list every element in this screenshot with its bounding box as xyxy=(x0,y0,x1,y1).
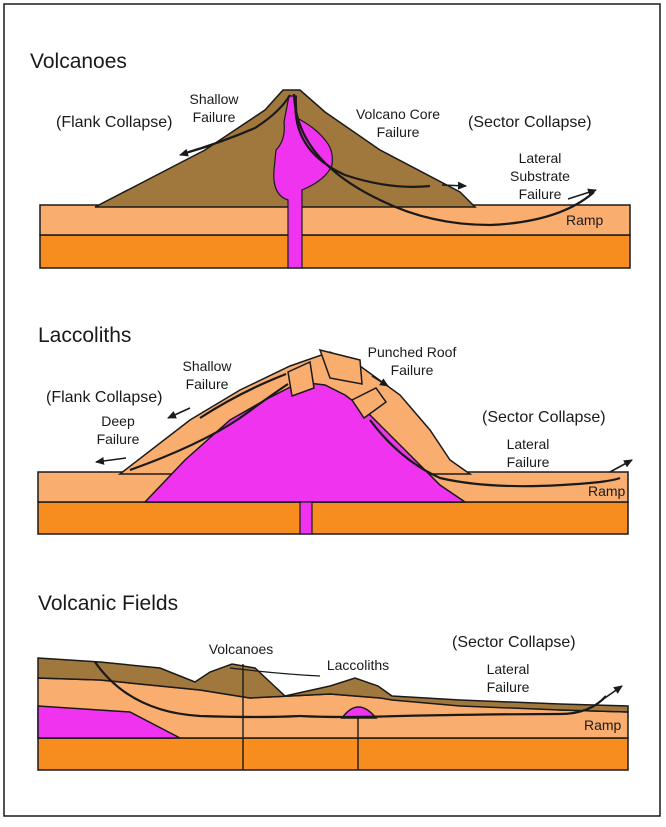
shallow-failure-label-1: Shallow xyxy=(182,358,232,374)
lateral-failure-arrow xyxy=(601,685,623,701)
feeder-dike xyxy=(299,501,313,535)
volcanoes-heading: Volcanoes xyxy=(30,50,127,73)
roof-block-2 xyxy=(318,348,363,385)
lateral-failure-arrow xyxy=(609,459,633,473)
roof-block-1 xyxy=(287,360,315,398)
lateral-label-2: Substrate xyxy=(510,168,570,184)
deep-failure-label-2: Failure xyxy=(97,431,140,447)
failure-plane-1 xyxy=(94,661,301,719)
basement-layer xyxy=(37,737,629,771)
sediment-layer xyxy=(39,204,631,236)
lateral-label-1: Lateral xyxy=(507,436,550,452)
laccolith-body xyxy=(143,381,468,503)
magma-conduit xyxy=(273,95,333,269)
deep-failure-arrow xyxy=(95,456,127,465)
outer-border xyxy=(3,3,661,817)
volcanoes-label: Volcanoes xyxy=(209,641,274,657)
substrate-failure-arrow xyxy=(567,188,597,200)
laccoliths-panel: Laccoliths Shallow Failure Punched Roof … xyxy=(37,324,633,535)
punched-roof-label-2: Failure xyxy=(391,362,434,378)
volcanoes-panel: Volcanoes (Flank Collapse) Shallow Failu… xyxy=(30,50,631,269)
flank-collapse-label: (Flank Collapse) xyxy=(56,114,172,131)
punched-roof-arrow xyxy=(371,375,389,387)
basement-layer xyxy=(37,501,629,535)
sector-collapse-label: (Sector Collapse) xyxy=(452,634,576,651)
core-failure-plane xyxy=(294,95,431,188)
lateral-label-2: Failure xyxy=(487,679,530,695)
core-failure-label-2: Failure xyxy=(377,124,420,140)
deep-failure-plane xyxy=(129,383,289,472)
lateral-substrate-failure-plane xyxy=(292,93,595,227)
core-failure-arrow xyxy=(441,181,467,190)
failure-plane-2 xyxy=(299,695,607,719)
shallow-failure-arrow xyxy=(167,407,191,419)
shallow-failure-plane xyxy=(199,372,287,419)
deep-failure-label-1: Deep xyxy=(101,413,135,429)
lateral-label-2: Failure xyxy=(507,454,550,470)
ramp-label: Ramp xyxy=(584,717,622,733)
flank-collapse-label: (Flank Collapse) xyxy=(46,389,162,406)
core-failure-label-1: Volcano Core xyxy=(356,106,440,122)
volcanic-fields-heading: Volcanic Fields xyxy=(38,592,178,615)
punched-roof-label-1: Punched Roof xyxy=(368,344,457,360)
sector-collapse-label: (Sector Collapse) xyxy=(482,409,606,426)
laccoliths-heading: Laccoliths xyxy=(38,324,131,347)
lateral-label-3: Failure xyxy=(519,186,562,202)
small-laccolith xyxy=(340,706,378,719)
ramp-label: Ramp xyxy=(566,212,604,228)
shallow-failure-label-2: Failure xyxy=(186,376,229,392)
shallow-failure-label-2: Failure xyxy=(193,109,236,125)
magma-sill xyxy=(37,705,181,739)
shallow-failure-label-1: Shallow xyxy=(189,91,239,107)
laccoliths-label: Laccoliths xyxy=(327,657,389,673)
volcanic-fields-panel: Volcanic Fields Volcanoes Laccoliths (Se… xyxy=(37,592,629,771)
layer-contact-line xyxy=(229,667,321,677)
flank-collapse-arrow xyxy=(179,145,211,157)
lateral-label-1: Lateral xyxy=(487,661,530,677)
lateral-failure-plane xyxy=(369,419,621,488)
roof-block-3 xyxy=(350,387,388,420)
ramp-label: Ramp xyxy=(588,483,626,499)
basement-layer xyxy=(39,234,631,269)
sector-collapse-label: (Sector Collapse) xyxy=(468,114,592,131)
lateral-label-1: Lateral xyxy=(519,150,562,166)
